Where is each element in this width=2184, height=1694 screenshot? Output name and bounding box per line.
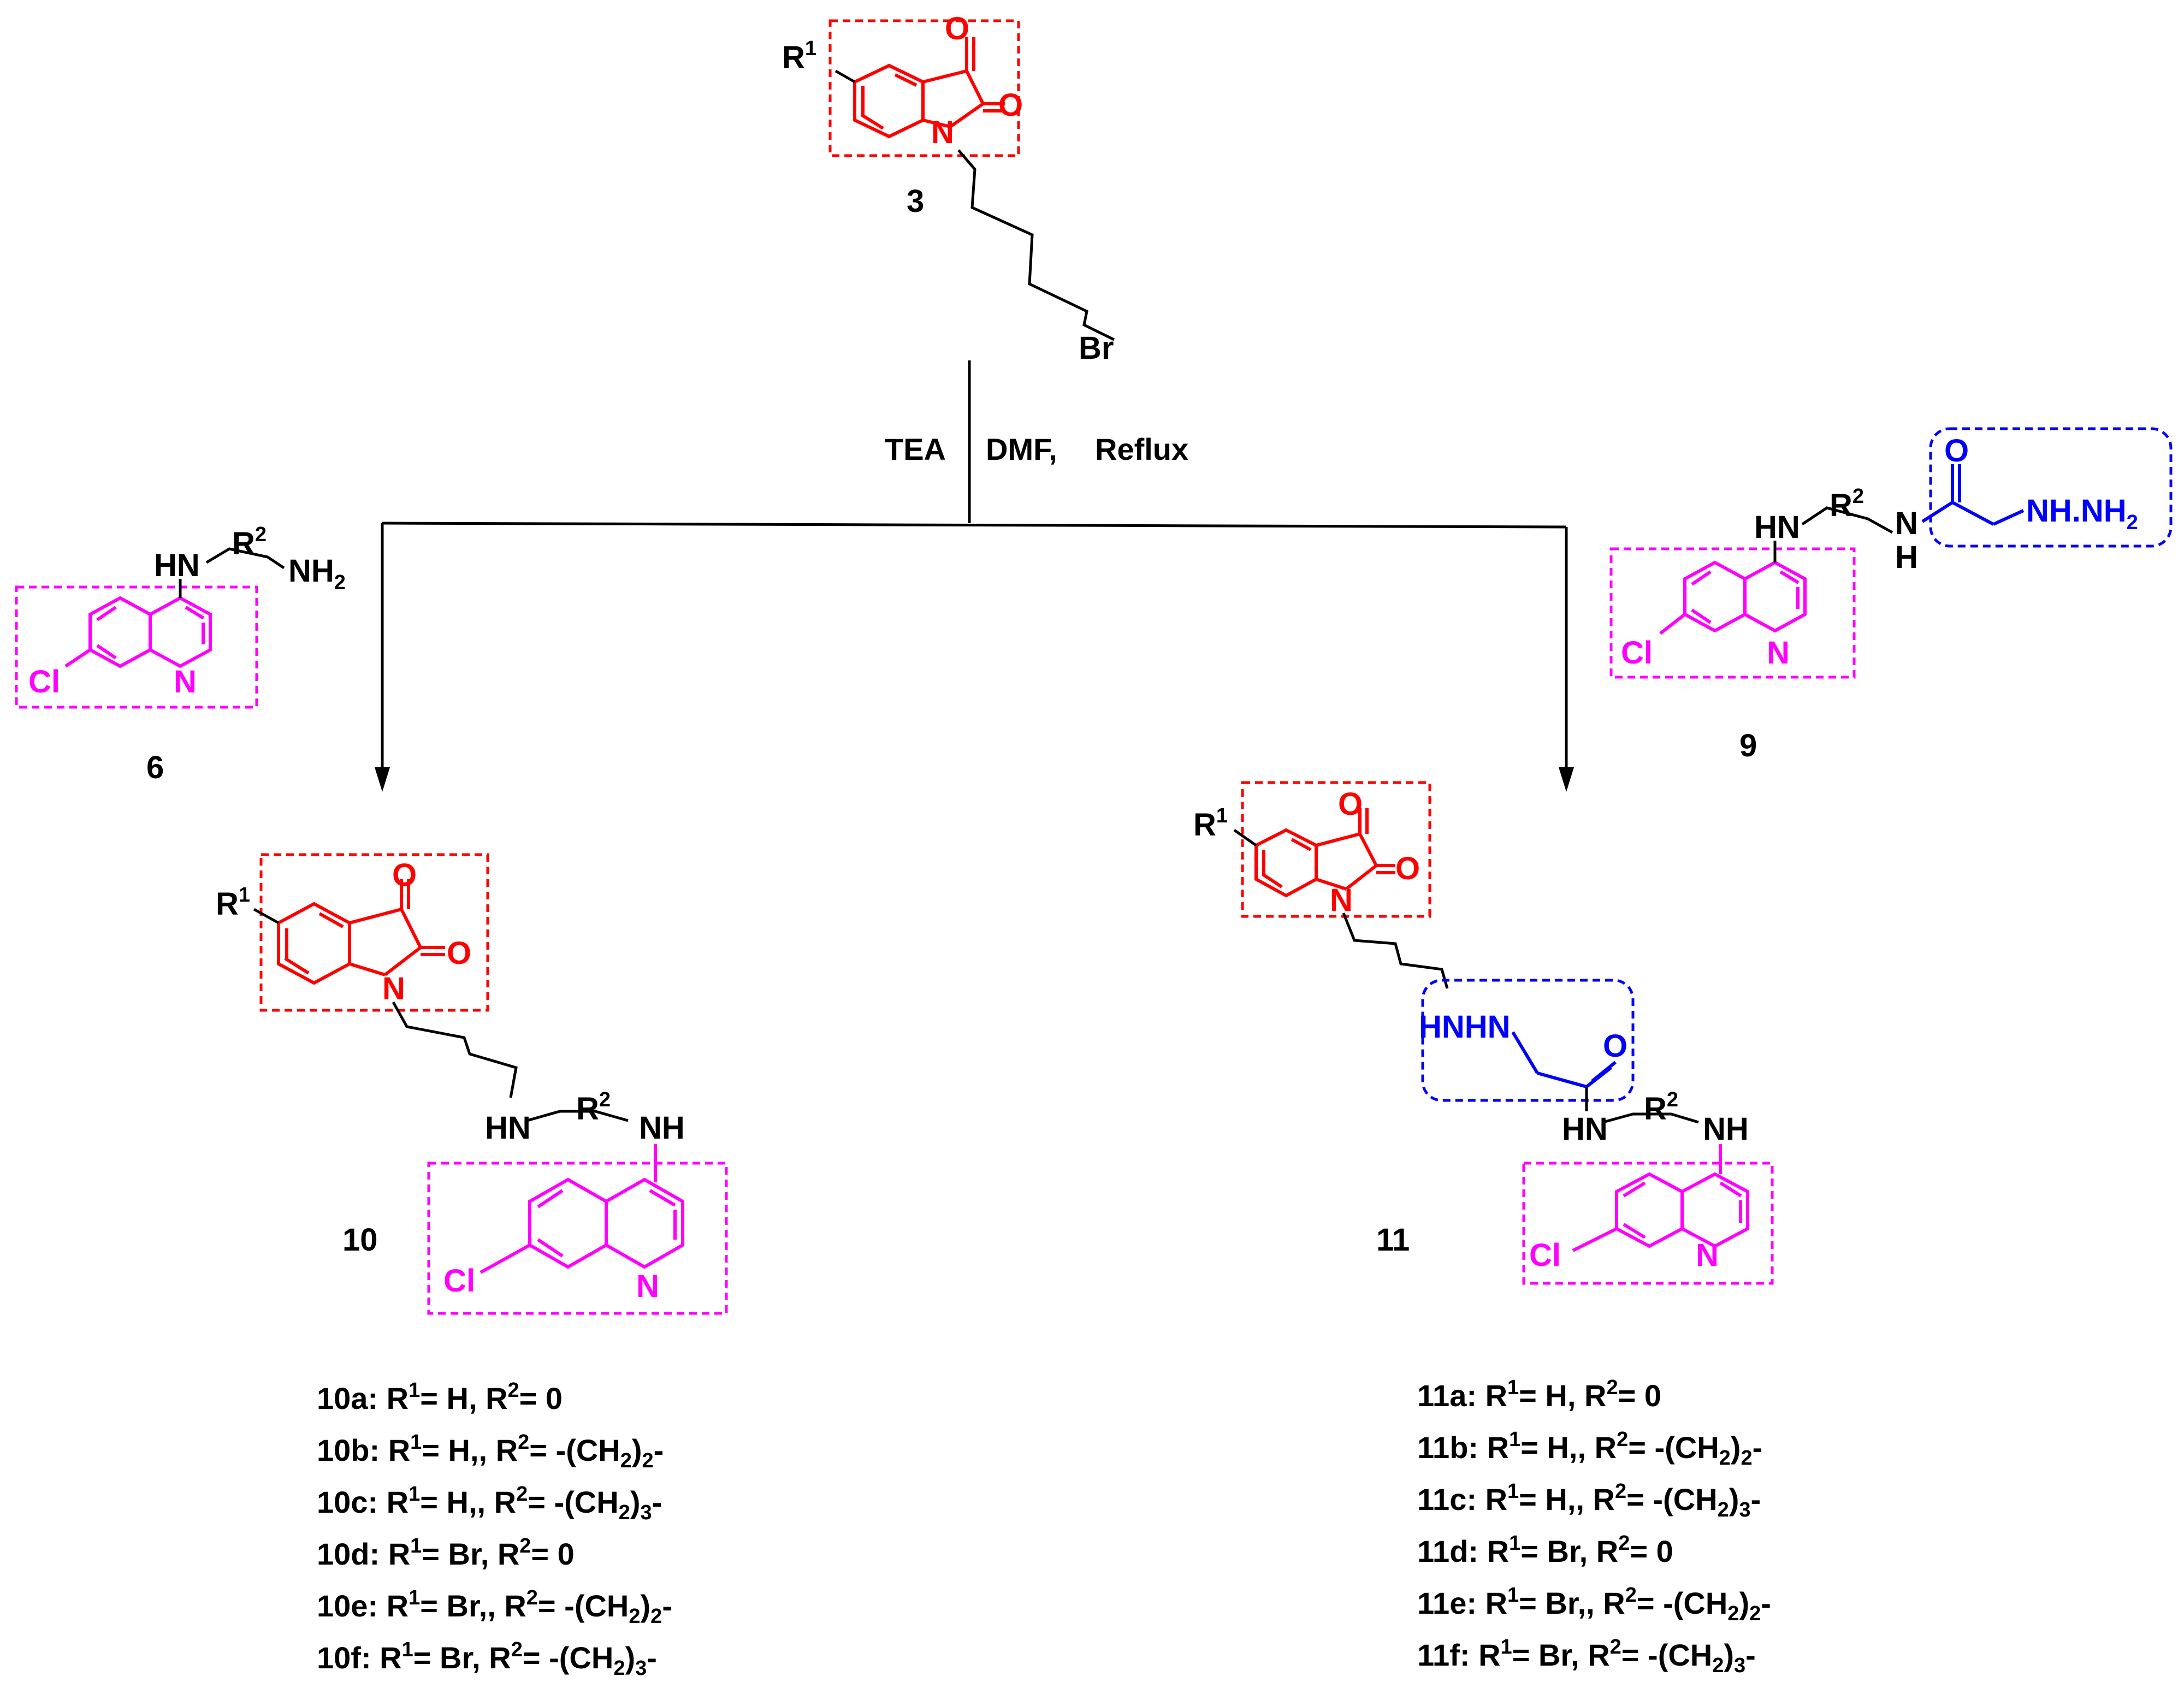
r1-bond: [834, 69, 856, 84]
isatin-structure: [1254, 808, 1395, 898]
r2-label: R2: [1644, 1088, 1678, 1127]
compound-11: R1 O O N HNHN O HN R2 NH Cl N: [1193, 781, 1774, 1285]
nh2-label: NH2: [288, 553, 346, 594]
isatin-structure: [277, 879, 445, 985]
substituent-entry: 10a: R1= H, R2= 0: [317, 1379, 563, 1415]
substituent-list-10: 10a: R1= H, R2= 0 10b: R1= H,, R2= -(CH2)…: [317, 1379, 672, 1680]
quinoline-structure: [1659, 560, 1807, 635]
isatin-n: N: [1330, 882, 1353, 918]
quinoline-structure: [480, 1144, 684, 1274]
r2-bonds: [1801, 506, 1893, 534]
quinoline-n: N: [174, 664, 197, 700]
carbonyl-o: O: [1944, 433, 1969, 469]
amide-h: H: [1895, 540, 1918, 575]
condition-base: TEA: [885, 432, 946, 466]
reaction-arrows: [381, 360, 1568, 773]
carbonyl-o-right: O: [1395, 851, 1420, 886]
arrow-head-left: [375, 767, 390, 792]
isatin-n: N: [931, 115, 954, 150]
substituent-entry: 10d: R1= Br, R2= 0: [317, 1535, 575, 1571]
isatin-structure: [853, 37, 1005, 139]
nh-label: NH: [1703, 1111, 1749, 1147]
substituent-list-11: 11a: R1= H, R2= 0 11b: R1= H,, R2= -(CH2)…: [1417, 1376, 1771, 1677]
nh-label: NH: [639, 1110, 685, 1146]
substituent-entry: 11c: R1= H,, R2= -(CH2)3-: [1417, 1480, 1761, 1521]
condition-process: Reflux: [1095, 432, 1188, 466]
r1-bond: [1233, 828, 1257, 847]
compound-3: R1 O O N Br 3: [782, 11, 1115, 366]
bromine-label: Br: [1079, 330, 1114, 366]
quinoline-structure: [1572, 1144, 1749, 1252]
r2-bonds: [526, 1110, 629, 1122]
substituent-entry: 11a: R1= H, R2= 0: [1417, 1376, 1661, 1413]
quinoline-highlight-box: [15, 585, 258, 709]
compound-number-11: 11: [1376, 1222, 1410, 1258]
quinoline-highlight-box: [1522, 1162, 1774, 1285]
arrow-head-right: [1559, 767, 1574, 792]
substituent-entry: 10c: R1= H,, R2= -(CH2)3-: [317, 1483, 662, 1524]
chlorine-label: Cl: [28, 664, 60, 700]
compound-10: R1 O O N HN R2 NH Cl N 10: [216, 853, 728, 1315]
quinoline-n: N: [1767, 635, 1790, 671]
carbonyl-o-top: O: [392, 857, 417, 893]
butyl-chain: [392, 1001, 518, 1098]
isatin-highlight-box: [828, 19, 1020, 157]
r2-label: R2: [576, 1088, 611, 1127]
carbonyl-o-top: O: [945, 11, 969, 46]
hn-label: HN: [485, 1110, 531, 1146]
condition-solvent: DMF,: [986, 432, 1057, 466]
substituent-entry: 10e: R1= Br,, R2= -(CH2)2-: [317, 1586, 672, 1628]
chlorine-label: Cl: [1621, 635, 1653, 671]
hn-label: HN: [1754, 510, 1800, 545]
r2-label: R2: [1830, 485, 1864, 523]
hydrazine-label: NH.NH2: [2026, 493, 2138, 534]
hnhn-label: HNHN: [1419, 1009, 1511, 1045]
compound-number-3: 3: [907, 183, 924, 219]
isatin-highlight-box: [1241, 781, 1431, 918]
hydrazide-highlight-box: [1421, 979, 1635, 1102]
substituent-entry: 11e: R1= Br,, R2= -(CH2)2-: [1417, 1584, 1771, 1625]
chlorine-label: Cl: [1529, 1237, 1561, 1273]
substituent-entry: 11f: R1= Br, R2= -(CH2)3-: [1417, 1636, 1756, 1677]
quinoline-highlight-box: [1609, 547, 1856, 679]
r2-bonds: [1602, 1112, 1699, 1124]
quinoline-n: N: [636, 1269, 659, 1304]
chlorine-label: Cl: [443, 1263, 475, 1299]
butyl-chain: [957, 149, 1115, 341]
isatin-n: N: [382, 971, 405, 1006]
substituent-entry: 10f: R1= Br, R2= -(CH2)3-: [317, 1638, 657, 1680]
hn-label: HN: [154, 548, 200, 583]
r2-label: R2: [232, 523, 267, 561]
substituent-entry: 10b: R1= H,, R2= -(CH2)2-: [317, 1431, 664, 1472]
carbonyl-o-top: O: [1338, 786, 1363, 822]
carbonyl-o-right: O: [447, 935, 471, 971]
butyl-chain: [1342, 913, 1449, 989]
compound-6: Cl N HN R2 NH2 6: [15, 523, 346, 785]
compound-number-9: 9: [1739, 728, 1757, 763]
r1-label: R1: [1193, 804, 1228, 843]
amide-n: N: [1895, 506, 1918, 541]
compound-number-10: 10: [342, 1222, 378, 1258]
r1-label: R1: [782, 37, 816, 75]
quinoline-n: N: [1696, 1237, 1719, 1273]
substituent-entry: 11b: R1= H,, R2= -(CH2)2-: [1417, 1428, 1762, 1470]
compound-9: Cl N HN R2 N H O NH.NH2 9: [1609, 427, 2173, 763]
quinoline-structure: [64, 596, 212, 668]
hydrazide-highlight-box: [1929, 427, 2173, 548]
r2-bonds: [205, 547, 285, 570]
hydrazide-structure: [1511, 1031, 1617, 1088]
r1-label: R1: [216, 884, 250, 922]
hn-label: HN: [1562, 1111, 1608, 1147]
isatin-highlight-box: [259, 853, 489, 1012]
carbonyl-o-right: O: [998, 87, 1023, 123]
quinoline-highlight-box: [427, 1162, 728, 1315]
r1-bond: [253, 908, 280, 925]
compound-number-6: 6: [146, 750, 164, 785]
hydrazide-structure: [1921, 464, 2025, 526]
amide-carbonyl-o: O: [1603, 1028, 1627, 1064]
substituent-entry: 11d: R1= Br, R2= 0: [1417, 1532, 1673, 1568]
